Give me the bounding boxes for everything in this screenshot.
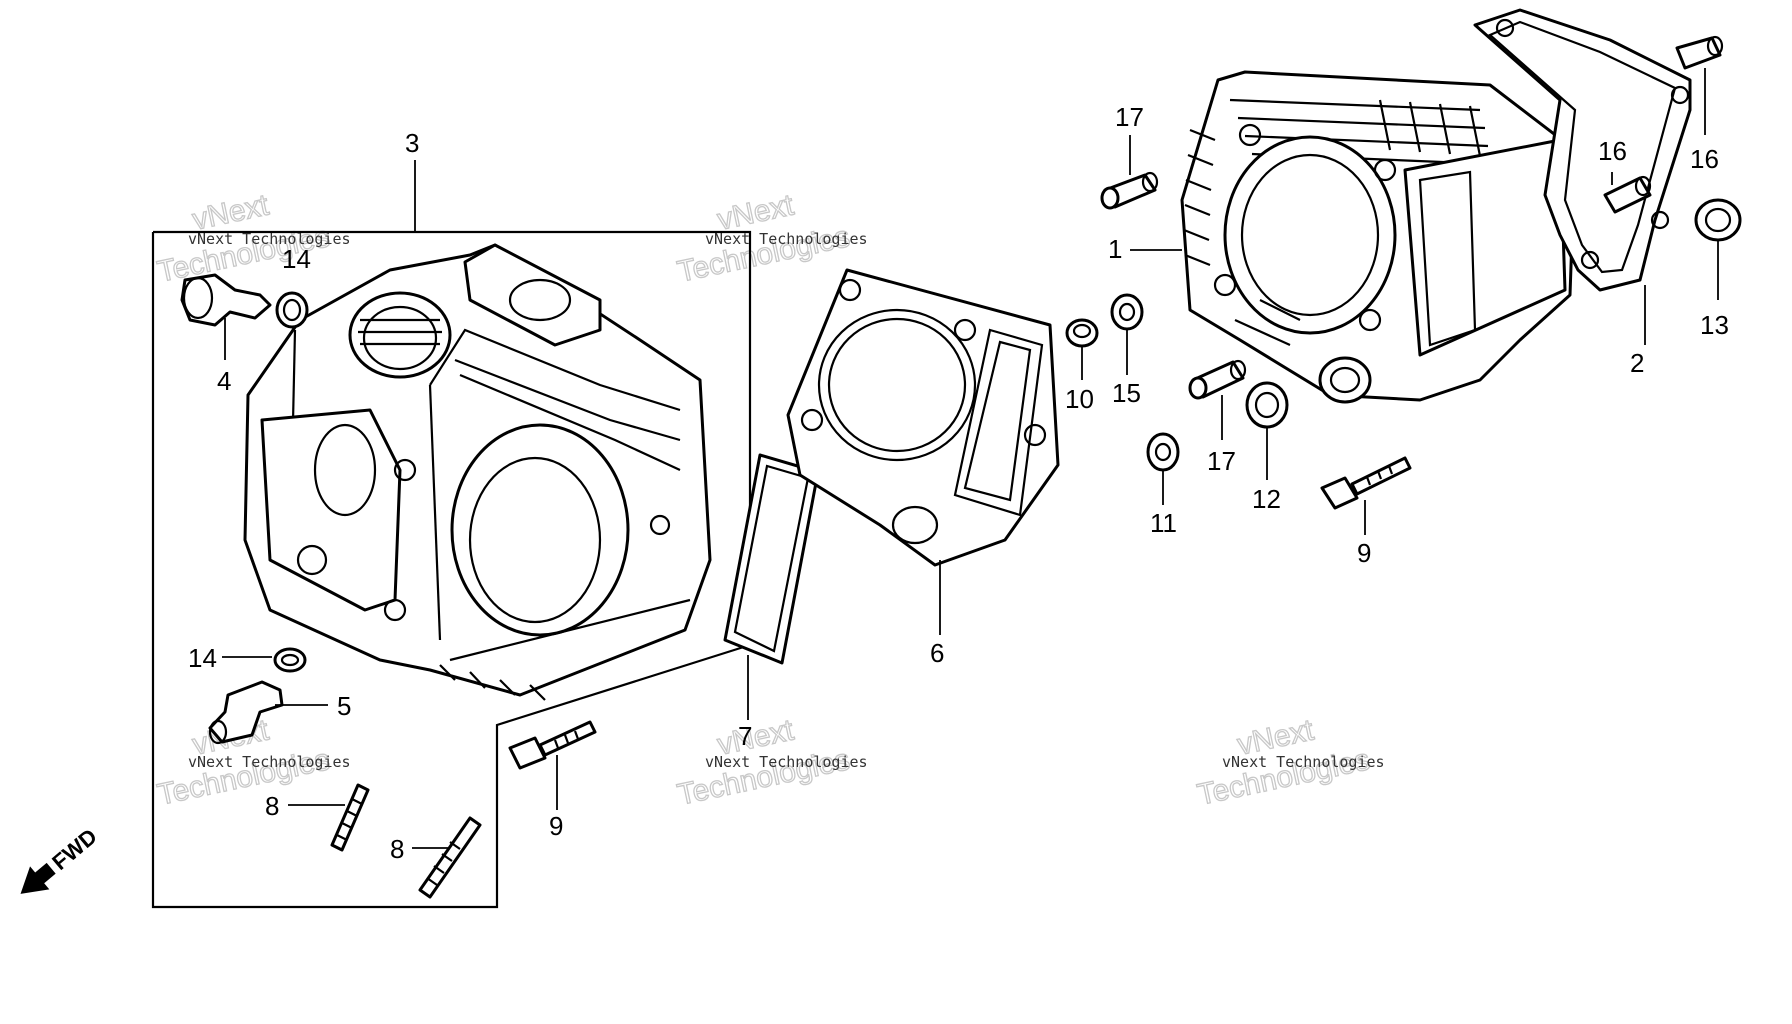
watermark-brand: vNext Technologies bbox=[1222, 753, 1385, 771]
cylinder-head-part[interactable] bbox=[243, 243, 712, 701]
callout-17-lower: 17 bbox=[1207, 446, 1236, 476]
dowel-pin-part-16-upper[interactable] bbox=[1675, 35, 1724, 70]
watermark-brand: vNext Technologies bbox=[705, 753, 868, 771]
cylinder-part-1[interactable] bbox=[1180, 70, 1577, 404]
callout-8-b: 8 bbox=[390, 834, 404, 864]
washer-part-15[interactable] bbox=[1110, 293, 1144, 331]
watermark-6: vNext Technologies vNext Technologies bbox=[1194, 713, 1385, 813]
washer-part-11[interactable] bbox=[1146, 432, 1180, 472]
stud-part-8-b[interactable] bbox=[418, 816, 482, 899]
assembly-frame-cylinder-head bbox=[151, 230, 752, 909]
oil-seal-part-13[interactable] bbox=[1694, 198, 1742, 242]
callout-7: 7 bbox=[738, 721, 752, 751]
callout-4: 4 bbox=[217, 366, 231, 396]
callout-9-upper: 9 bbox=[1357, 538, 1371, 568]
bolt-part-9-lower[interactable] bbox=[508, 720, 597, 770]
callout-16-upper: 16 bbox=[1690, 144, 1719, 174]
callout-5: 5 bbox=[337, 691, 351, 721]
watermark-brand: vNext Technologies bbox=[705, 230, 868, 248]
callout-11: 11 bbox=[1150, 508, 1177, 538]
o-ring-part-14-upper[interactable] bbox=[275, 291, 309, 329]
callout-10: 10 bbox=[1065, 384, 1094, 414]
callout-3: 3 bbox=[405, 128, 419, 158]
watermark-brand: vNext Technologies bbox=[188, 230, 351, 248]
callout-14-lower: 14 bbox=[188, 643, 217, 673]
watermark-5: vNext Technologies vNext Technologies bbox=[674, 713, 868, 813]
head-gasket-part-6[interactable] bbox=[786, 268, 1060, 567]
callout-1: 1 bbox=[1108, 234, 1122, 264]
callout-12: 12 bbox=[1252, 484, 1281, 514]
dowel-pin-part-17-upper[interactable] bbox=[1100, 171, 1159, 210]
fwd-label: FWD bbox=[47, 824, 101, 875]
fwd-indicator: FWD bbox=[20, 824, 102, 894]
callout-8-a: 8 bbox=[265, 791, 279, 821]
callout-17-upper: 17 bbox=[1115, 102, 1144, 132]
dowel-pin-part-16-lower[interactable] bbox=[1603, 175, 1652, 214]
bolt-part-9-upper[interactable] bbox=[1320, 456, 1412, 510]
fwd-arrow-icon bbox=[20, 862, 56, 894]
adjuster-bolt-part-4[interactable] bbox=[180, 273, 272, 327]
callout-6: 6 bbox=[930, 638, 944, 668]
stud-part-8-a[interactable] bbox=[330, 783, 370, 852]
callout-13: 13 bbox=[1700, 310, 1729, 340]
watermark-brand: vNext Technologies bbox=[188, 753, 351, 771]
callout-2: 2 bbox=[1630, 348, 1644, 378]
watermark-1: vNext Technologies vNext Technologies bbox=[154, 188, 351, 290]
adjuster-bolt-part-5[interactable] bbox=[208, 680, 284, 745]
seal-part-12[interactable] bbox=[1245, 381, 1289, 429]
base-gasket-part-2[interactable] bbox=[1473, 8, 1692, 292]
callout-labels: 1 2 3 4 5 6 7 8 8 9 9 10 11 12 13 14 14 … bbox=[188, 102, 1729, 864]
callout-15: 15 bbox=[1112, 378, 1141, 408]
dowel-pin-part-17-lower[interactable] bbox=[1188, 359, 1247, 400]
callout-14-upper: 14 bbox=[282, 244, 311, 274]
callout-9-lower: 9 bbox=[549, 811, 563, 841]
watermark-2: vNext Technologies vNext Technologies bbox=[674, 188, 868, 290]
gasket-part-7[interactable] bbox=[723, 453, 820, 665]
bolt-part-10[interactable] bbox=[1065, 318, 1099, 348]
o-ring-part-14-lower[interactable] bbox=[273, 647, 307, 673]
callout-16-lower: 16 bbox=[1598, 136, 1627, 166]
